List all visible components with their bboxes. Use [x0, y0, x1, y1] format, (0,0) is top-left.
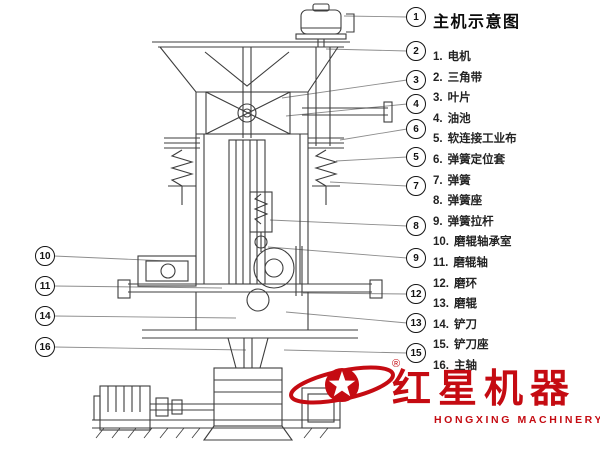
- list-item: 7.弹簧: [433, 174, 471, 187]
- list-item: 9.弹簧拉杆: [433, 215, 494, 228]
- list-item: 11.磨辊轴: [433, 256, 488, 269]
- callout-12: 12: [406, 284, 426, 304]
- parts-legend: 主机示意图 1.电机 2.三角带 3.叶片 4.油池 5.软连接工业布 6.弹簧…: [433, 8, 599, 377]
- callout-8: 8: [406, 216, 426, 236]
- list-item: 4.油池: [433, 112, 471, 125]
- parts-list: 1.电机 2.三角带 3.叶片 4.油池 5.软连接工业布 6.弹簧定位套 7.…: [433, 47, 599, 377]
- callout-16: 16: [35, 337, 55, 357]
- mill-drawing: [92, 3, 393, 441]
- callout-13: 13: [406, 313, 426, 333]
- brand-name-en: HONGXING MACHINERY: [434, 414, 600, 426]
- leader-lines: [53, 15, 408, 354]
- list-item: 12.磨环: [433, 277, 477, 290]
- list-item: 13.磨辊: [433, 298, 477, 311]
- star-logo-icon: ®: [289, 358, 400, 405]
- callout-4: 4: [406, 94, 426, 114]
- list-item: 8.弹簧座: [433, 195, 483, 208]
- callout-14: 14: [35, 306, 55, 326]
- callout-15: 15: [406, 343, 426, 363]
- list-item: 15.铲刀座: [433, 339, 489, 352]
- page-title: 主机示意图: [433, 14, 521, 31]
- list-item: 14.铲刀: [433, 318, 477, 331]
- callout-1: 1: [406, 7, 426, 27]
- list-item: 5.软连接工业布: [433, 133, 517, 146]
- callout-11: 11: [35, 276, 55, 296]
- list-item: 6.弹簧定位套: [433, 153, 506, 166]
- callout-3: 3: [406, 70, 426, 90]
- callout-7: 7: [406, 176, 426, 196]
- list-item: 3.叶片: [433, 92, 471, 105]
- callout-10: 10: [35, 246, 55, 266]
- list-item: 2.三角带: [433, 71, 483, 84]
- callout-9: 9: [406, 248, 426, 268]
- registered-mark: ®: [392, 358, 400, 370]
- callout-6: 6: [406, 119, 426, 139]
- list-item: 10.磨辊轴承室: [433, 236, 512, 249]
- callout-5: 5: [406, 147, 426, 167]
- brand-name-cn: 红星机器: [392, 368, 577, 411]
- list-item: 1.电机: [433, 51, 471, 63]
- callout-2: 2: [406, 41, 426, 61]
- list-item: 16.主轴: [433, 359, 477, 372]
- brand-watermark: ® 红星机器 HONGXING MACHINERY: [286, 352, 600, 444]
